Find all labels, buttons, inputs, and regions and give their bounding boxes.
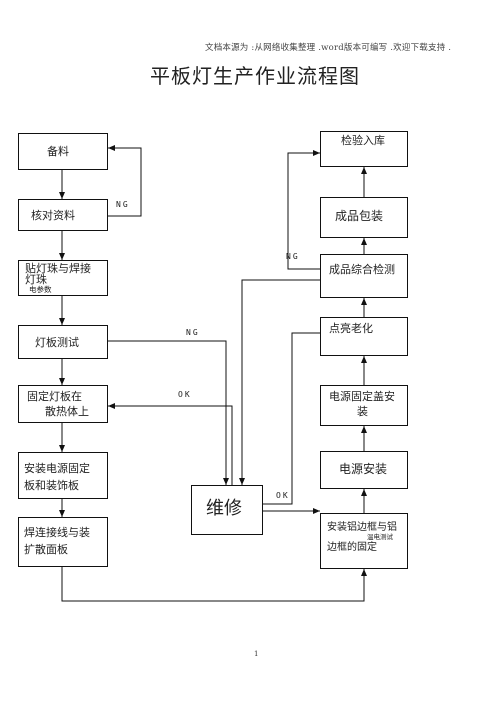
label-ok-repair-right: OK (276, 491, 290, 500)
step-inspect-store: 检验入库 (320, 131, 408, 167)
step-psu-cover-line2: 装 (357, 405, 368, 418)
step-aging-label: 点亮老化 (329, 322, 373, 335)
flowchart-title: 平板灯生产作业流程图 (150, 64, 360, 88)
step-fix-line1: 固定灯板在 (27, 390, 82, 403)
arrow-verify-ng-loop (108, 145, 142, 217)
step-frame: 安装铝边框与铝 温电测试 边框的固定 (320, 513, 408, 569)
step-psu-install-line1: 安装电源固定 (24, 462, 90, 475)
arrow-boardtest-ng-to-repair (108, 340, 229, 485)
step-solder: 焊连接线与装 扩散面板 (18, 517, 108, 567)
step-smt-line2: 灯珠 (25, 273, 47, 286)
step-verify: 核对资料 (18, 199, 108, 231)
step-frame-sub: 温电测试 (367, 533, 393, 541)
step-frame-line1: 安装铝边框与铝 (327, 522, 397, 533)
step-packaging-label: 成品包装 (335, 209, 384, 223)
arrow-finaltest-ng-to-repair (239, 279, 320, 485)
step-final-test-label: 成品综合检测 (329, 263, 395, 276)
document-source-note: 文档本源为 :从网络收集整理 .word版本可编写 .欢迎下载支持 . (205, 43, 452, 53)
step-fix-line2: 散热体上 (45, 405, 89, 418)
step-solder-line1: 焊连接线与装 (24, 526, 90, 539)
step-packaging: 成品包装 (320, 197, 408, 238)
step-prep-label: 备料 (47, 145, 69, 158)
page-number: 1 (254, 650, 259, 658)
label-ok-repair-left: OK (178, 390, 192, 399)
arrow-finaltest-ng-loop (287, 150, 320, 270)
step-psu-install: 安装电源固定 板和装饰板 (18, 452, 108, 499)
step-psu-mount: 电源安装 (320, 451, 408, 489)
label-ng-final: NG (286, 252, 300, 261)
step-fix-board: 固定灯板在 散热体上 (18, 385, 108, 423)
step-smt: 贴灯珠与焊接 灯珠 电参数 (18, 260, 108, 296)
step-frame-line2: 边框的固定 (327, 542, 377, 553)
step-psu-cover: 电源固定盖安 装 (320, 385, 408, 426)
step-psu-install-line2: 板和装饰板 (24, 479, 79, 492)
arrow-solder-to-frame (61, 567, 367, 602)
step-smt-line1: 贴灯珠与焊接 (25, 262, 91, 275)
step-psu-mount-label: 电源安装 (339, 462, 388, 476)
step-aging: 点亮老化 (320, 317, 408, 356)
step-final-test: 成品综合检测 (320, 254, 408, 298)
step-repair: 维修 (191, 485, 263, 535)
arrow-repair-ok-to-fix (108, 403, 233, 485)
label-ng-board: NG (186, 328, 200, 337)
step-solder-line2: 扩散面板 (24, 543, 68, 556)
step-board-test: 灯板测试 (18, 325, 108, 359)
step-verify-label: 核对资料 (31, 209, 75, 222)
step-prep: 备料 (18, 133, 108, 170)
label-ng-verify: NG (116, 200, 130, 209)
step-repair-label: 维修 (206, 498, 242, 519)
step-board-test-label: 灯板测试 (35, 336, 79, 349)
arrow-aging-to-repair (247, 332, 320, 505)
step-inspect-store-label: 检验入库 (341, 134, 385, 147)
step-psu-cover-line1: 电源固定盖安 (329, 390, 395, 403)
step-smt-sub: 电参数 (29, 285, 52, 294)
